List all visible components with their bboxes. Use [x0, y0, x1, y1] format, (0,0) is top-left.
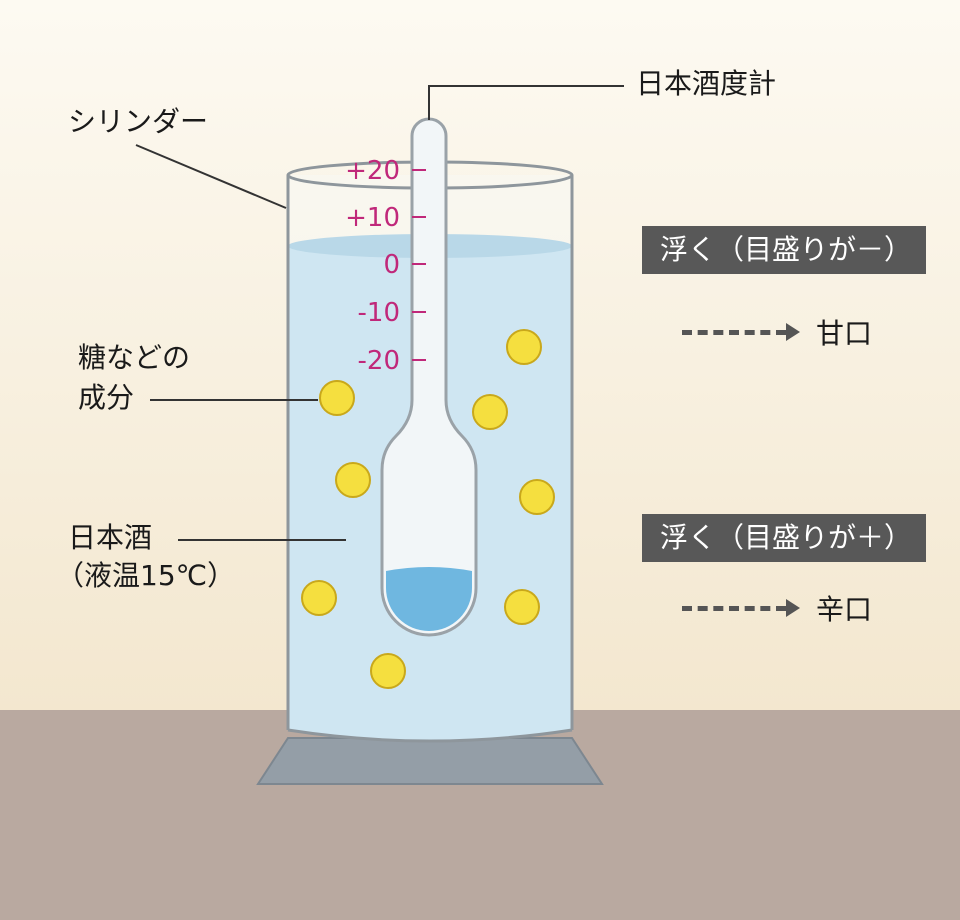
scale-mark-zero: 0: [383, 250, 400, 280]
sweet-result-row: 甘口: [682, 312, 872, 352]
hydrometer-label: 日本酒度計: [636, 67, 777, 100]
hydrometer: +20 +10 0 -10 -20: [345, 117, 478, 637]
sugar-dot: [335, 462, 371, 498]
float-plus-badge: 浮く（目盛りが＋）: [642, 514, 927, 562]
arrow-right-icon: [786, 599, 800, 617]
arrow-right-icon: [786, 323, 800, 341]
components-label-line2: 成分: [78, 381, 135, 414]
dashed-arrow-line: [682, 329, 786, 335]
sugar-dot: [519, 479, 555, 515]
components-label-line1: 糖などの: [78, 341, 191, 374]
dry-result-row: 辛口: [682, 588, 872, 628]
sake-label-line2: （液温15℃）: [56, 559, 236, 592]
sugar-dot: [504, 589, 540, 625]
scale-mark-minus10: -10: [358, 298, 400, 328]
scale-mark-plus10: +10: [345, 203, 400, 233]
dry-result-label: 辛口: [816, 593, 873, 626]
sugar-dot: [472, 394, 508, 430]
sugar-dot: [319, 380, 355, 416]
dashed-arrow-line: [682, 605, 786, 611]
sugar-dot: [370, 653, 406, 689]
sugar-dot: [506, 329, 542, 365]
hydrometer-leader: [428, 85, 624, 120]
hydrometer-weight-liquid: [386, 567, 472, 631]
leader-lines: [135, 85, 624, 541]
cylinder-leader: [135, 144, 287, 209]
sugar-dot: [301, 580, 337, 616]
sake-label-line1: 日本酒: [68, 521, 153, 554]
float-minus-badge: 浮く（目盛りが－）: [642, 226, 927, 274]
sugar-components: [301, 329, 555, 689]
cylinder-base: [256, 737, 604, 785]
scale-mark-plus20: +20: [345, 156, 400, 186]
sweet-result-label: 甘口: [816, 317, 873, 350]
scale-mark-minus20: -20: [358, 346, 400, 376]
cylinder-label: シリンダー: [68, 105, 209, 138]
